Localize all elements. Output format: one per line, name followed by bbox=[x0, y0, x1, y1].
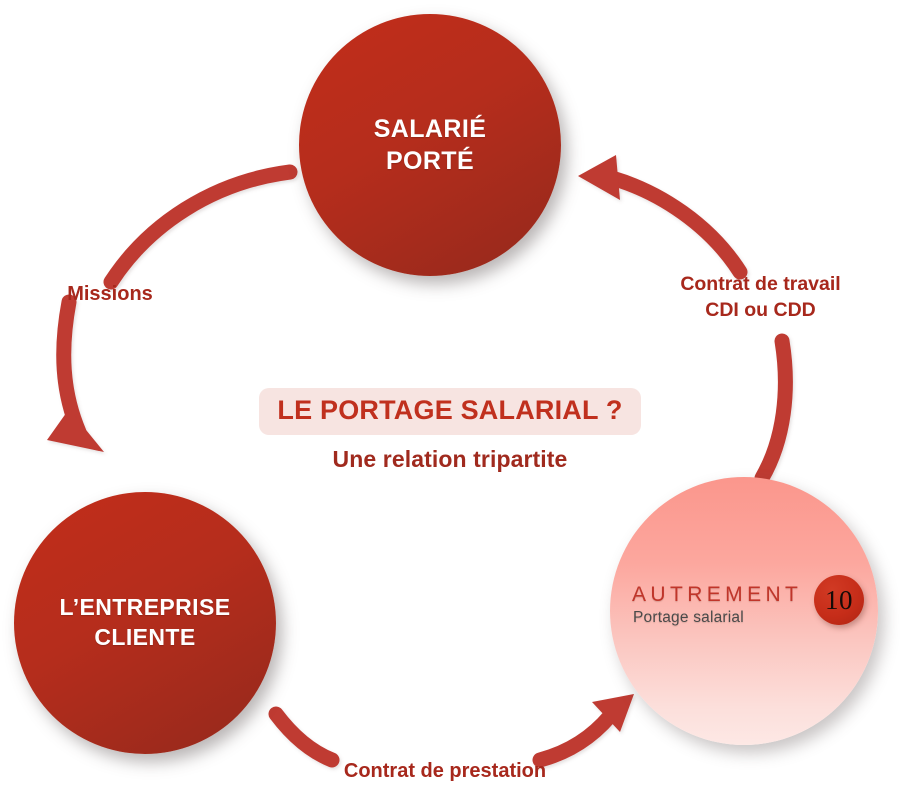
node-entreprise-cliente-line1: L’ENTREPRISE bbox=[59, 594, 231, 621]
autrement-logo-lockup: AUTREMENT Portage salarial 10 bbox=[632, 575, 872, 645]
center-title-pill: LE PORTAGE SALARIAL ? bbox=[259, 388, 641, 435]
edge-label-contrat-travail: Contrat de travail CDI ou CDD bbox=[638, 271, 883, 324]
center-subtitle: Une relation tripartite bbox=[332, 446, 568, 472]
edge-label-missions: Missions bbox=[0, 281, 220, 308]
edge-label-contrat-prestation: Contrat de prestation bbox=[250, 758, 640, 785]
autrement-wordmark: AUTREMENT bbox=[632, 583, 803, 606]
node-entreprise-cliente-line2: CLIENTE bbox=[94, 624, 196, 650]
edge-label-contrat-travail-line1: Contrat de travail bbox=[680, 273, 841, 295]
autrement-badge-number: 10 bbox=[825, 584, 853, 615]
edge-label-missions-line1: Missions bbox=[67, 283, 153, 305]
node-salarie-porte-line1: SALARIÉ bbox=[373, 114, 487, 143]
autrement-tagline: Portage salarial bbox=[633, 609, 744, 626]
node-salarie-porte-line2: PORTÉ bbox=[385, 147, 475, 175]
node-salarie-porte-label: SALARIÉ PORTÉ bbox=[374, 113, 487, 178]
edge-label-contrat-prestation-line1: Contrat de prestation bbox=[343, 760, 547, 782]
node-entreprise-cliente-label: L’ENTREPRISE CLIENTE bbox=[60, 593, 231, 653]
edge-label-contrat-travail-line2: CDI ou CDD bbox=[705, 299, 816, 322]
node-salarie-porte[interactable]: SALARIÉ PORTÉ bbox=[299, 14, 561, 276]
center-title: LE PORTAGE SALARIAL ? bbox=[277, 395, 623, 425]
node-entreprise-cliente[interactable]: L’ENTREPRISE CLIENTE bbox=[14, 492, 276, 754]
arrow-contrat-prestation bbox=[268, 694, 634, 768]
center-caption: LE PORTAGE SALARIAL ? Une relation tripa… bbox=[200, 388, 700, 473]
autrement-badge-icon: 10 bbox=[814, 575, 864, 625]
node-autrement-logo[interactable]: AUTREMENT Portage salarial 10 bbox=[610, 477, 878, 745]
